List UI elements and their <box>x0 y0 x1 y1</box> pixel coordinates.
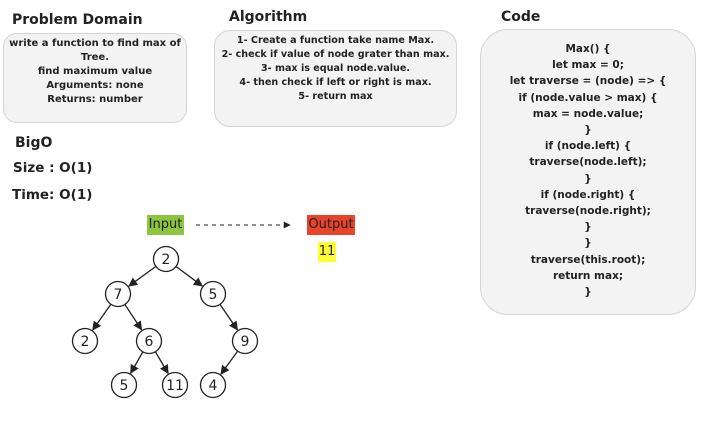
tree-node-value: 4 <box>209 378 218 394</box>
code-line: Max() { <box>565 43 611 55</box>
tree-nodes: 2 7 5 2 6 9 5 11 4 <box>71 245 259 399</box>
tree-node-value: 5 <box>120 378 129 394</box>
code-line: } <box>584 124 592 137</box>
tree-node: 2 <box>71 327 99 355</box>
tree-node-circle <box>135 327 163 355</box>
code-line: return max; <box>552 269 624 282</box>
tree-node: 2 <box>152 245 180 273</box>
code-line: traverse(this.root); <box>530 253 646 266</box>
time-value: O(1) <box>59 187 93 203</box>
input-label: Input <box>147 215 184 235</box>
algorithm-step: 5- return max <box>298 91 373 102</box>
tree-edge <box>220 350 239 375</box>
tree-node-circle <box>161 371 189 399</box>
tree-node-circle <box>199 280 227 308</box>
tree-edge <box>124 304 143 331</box>
tree-node: 5 <box>110 371 138 399</box>
algorithm-step: 1- Create a function take name Max. <box>236 35 435 46</box>
code-line: let max = 0; <box>552 59 624 72</box>
code-line: if (node.value > max) { <box>518 91 658 104</box>
tree-node-value: 2 <box>162 252 171 268</box>
code-line: } <box>584 286 592 299</box>
code-line: } <box>584 237 592 250</box>
tree-node: 7 <box>104 280 132 308</box>
tree-node-circle <box>152 245 180 273</box>
tree-node-value: 2 <box>81 334 90 350</box>
tree-node: 6 <box>135 327 163 355</box>
tree-edge <box>154 351 169 375</box>
tree-node-value: 6 <box>145 334 154 350</box>
tree-node-value: 5 <box>209 287 218 303</box>
tree-node-circle <box>71 327 99 355</box>
tree-edge <box>130 351 144 375</box>
problem-domain-line: find maximum value <box>37 66 153 77</box>
bigo-title: BigO <box>15 135 53 151</box>
code-line: if (node.right) { <box>540 188 636 201</box>
tree-edge <box>175 265 203 287</box>
code-line: } <box>584 221 592 234</box>
tree-edges <box>92 265 239 375</box>
algorithm-box: 1- Create a function take name Max. 2- c… <box>214 30 457 127</box>
tree-node: 11 <box>161 371 189 399</box>
tree-edge <box>128 265 157 287</box>
code-line: traverse(node.left); <box>529 156 647 169</box>
code-line: traverse(node.right); <box>525 205 651 218</box>
tree-node: 5 <box>199 280 227 308</box>
time-complexity: Time: O(1) <box>12 187 92 203</box>
size-label: Size : <box>13 160 55 176</box>
tree-node-circle <box>110 371 138 399</box>
time-label: Time: <box>12 187 55 203</box>
code-line: if (node.left) { <box>544 140 632 153</box>
problem-domain-line: Returns: number <box>47 94 143 105</box>
tree-edge <box>219 303 238 331</box>
size-complexity: Size : O(1) <box>13 160 92 176</box>
tree-node-value: 11 <box>166 378 184 394</box>
problem-domain-line: Arguments: none <box>46 80 144 91</box>
tree-node: 4 <box>199 371 227 399</box>
problem-domain-title: Problem Domain <box>12 12 143 28</box>
algorithm-step: 4- then check if left or right is max. <box>239 77 432 88</box>
problem-domain-line: write a function to find max of Tree. <box>9 38 181 63</box>
algorithm-step: 2- check if value of node grater than ma… <box>221 49 450 60</box>
size-value: O(1) <box>59 160 93 176</box>
tree-node-value: 9 <box>241 334 250 350</box>
code-title: Code <box>501 9 541 25</box>
tree-edge <box>92 303 112 331</box>
tree-node-circle <box>104 280 132 308</box>
algorithm-step: 3- max is equal node.value. <box>260 63 411 74</box>
code-line: max = node.value; <box>532 107 644 120</box>
code-line: let traverse = (node) => { <box>509 75 667 88</box>
output-label: Output <box>307 215 355 235</box>
code-box: Max() { let max = 0; let traverse = (nod… <box>480 29 696 315</box>
code-line: } <box>584 172 592 185</box>
output-value: 11 <box>318 242 336 262</box>
tree-node: 9 <box>231 327 259 355</box>
algorithm-title: Algorithm <box>229 9 308 25</box>
tree-node-circle <box>199 371 227 399</box>
problem-domain-box: write a function to find max of Tree. fi… <box>3 33 187 123</box>
tree-node-circle <box>231 327 259 355</box>
tree-node-value: 7 <box>114 287 123 303</box>
